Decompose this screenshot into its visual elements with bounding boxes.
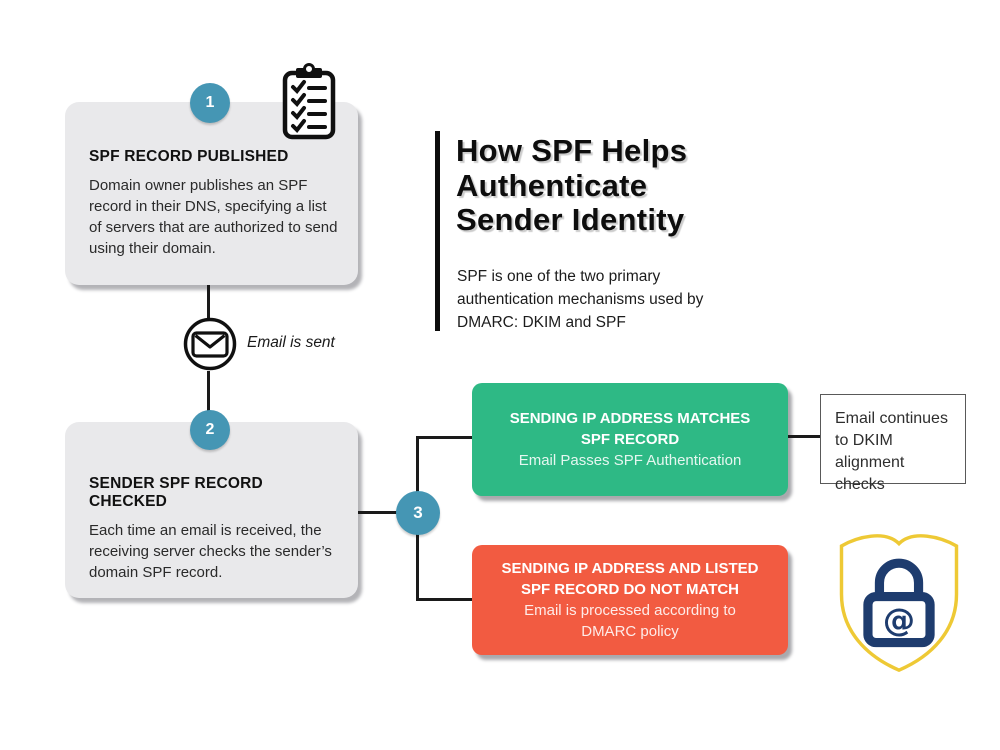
step1-body: Domain owner publishes an SPF record in …	[89, 177, 338, 257]
title-accent-bar	[435, 131, 440, 331]
checklist-clipboard-icon	[281, 63, 337, 141]
step2-number: 2	[205, 421, 215, 438]
step1-number: 1	[205, 94, 215, 111]
connector-step2-step3	[358, 511, 398, 514]
step2-card: SENDER SPF RECORD CHECKED Each time an e…	[65, 422, 358, 598]
step1-title: SPF RECORD PUBLISHED	[89, 148, 289, 165]
page-subtitle: SPF is one of the two primary authentica…	[457, 268, 704, 331]
connector-pass-dkim	[788, 435, 820, 438]
envelope-icon	[183, 317, 237, 371]
svg-text:@: @	[883, 601, 915, 639]
step2-body: Each time an email is received, the rece…	[89, 522, 332, 581]
step2-title: SENDER SPF RECORD CHECKED	[89, 475, 263, 510]
email-sent-label: Email is sent	[247, 334, 335, 351]
page-title-line3: Sender Identity	[456, 202, 685, 237]
connector-envelope-step2	[207, 371, 210, 412]
page-title-line2: Authenticate	[456, 167, 648, 203]
outcome-pass-box: SENDING IP ADDRESS MATCHES SPF RECORD Em…	[472, 383, 788, 496]
outcome-fail-subtitle: Email is processed according to DMARC po…	[524, 602, 736, 640]
step3-number-badge: 3	[396, 491, 440, 535]
outcome-fail-title: SENDING IP ADDRESS AND LISTED SPF RECORD…	[501, 560, 759, 598]
step2-number-badge: 2	[190, 410, 230, 450]
connector-step3-pass-vertical	[416, 437, 419, 493]
connector-step1-envelope	[207, 285, 210, 318]
dkim-next-step-box: Email continues to DKIM alignment checks	[820, 394, 966, 493]
step1-number-badge: 1	[190, 83, 230, 123]
outcome-fail-box: SENDING IP ADDRESS AND LISTED SPF RECORD…	[472, 545, 788, 655]
page-title: How SPF Helps Authenticate Sender Identi…	[456, 133, 688, 238]
outcome-pass-subtitle: Email Passes SPF Authentication	[518, 452, 742, 469]
outcome-pass-title: SENDING IP ADDRESS MATCHES SPF RECORD	[509, 410, 751, 448]
connector-step3-fail-horizontal	[416, 598, 472, 601]
step3-number: 3	[413, 503, 423, 522]
connector-step3-fail-vertical	[416, 533, 419, 601]
page-title-line1: How SPF Helps	[456, 133, 688, 168]
connector-step3-pass-horizontal	[416, 436, 472, 439]
shield-lock-email-icon: @	[830, 525, 968, 675]
